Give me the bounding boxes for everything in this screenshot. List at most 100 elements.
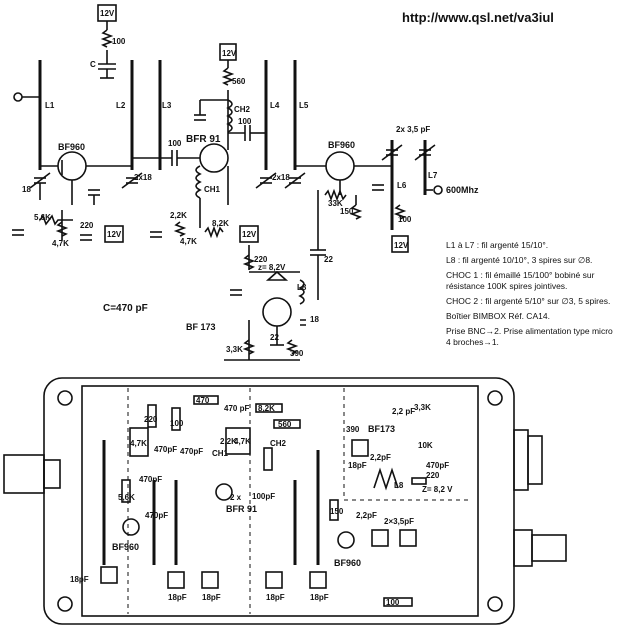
inductor-l8 [298,279,305,305]
label-r82k: 8,2K [212,219,229,228]
label-c18b: 18 [310,315,319,324]
zener-diode [265,270,289,281]
pcb-label-c18pf-a: 18pF [70,575,89,584]
label-c100b: 100 [238,117,252,126]
note-item: L1 à L7 : fil argenté 15/10°. [446,240,549,250]
pcb-label-r390: 390 [346,425,360,434]
note-item: CHOC 1 : fil émaillé 15/100° bobiné sur … [446,270,595,291]
resistor-33k [324,188,347,202]
input-jack [13,92,23,102]
label-out600: 600Mhz [446,185,479,195]
pcb-label-r470: 470 [196,396,210,405]
pcb-label-r150: 150 [330,507,344,516]
resistor-5-6k [39,214,73,226]
label-bfr91: BFR 91 [186,134,221,145]
label-r47k-a: 4,7K [52,239,69,248]
pcb-label-l8: L8 [394,481,404,490]
capacitor-note: C=470 pF [103,303,148,314]
label-r220: 220 [254,255,268,264]
pcb-label-r33k: 3,3K [414,403,431,412]
pcb-label-c18pf-e: 18pF [310,593,329,602]
pcb-label-r220b: 220 [426,471,440,480]
resistor-150 [349,204,363,220]
supply-12v-left [104,225,124,243]
pcb-label-r47k-b: 4,7K [234,437,251,446]
pcb-label-c470pf-a: 470pF [154,445,177,454]
label-l4: L4 [270,101,280,110]
label-l2: L2 [116,101,126,110]
pcb-label-c18pf-f: 18pF [348,461,367,470]
pcb-label-c18pf-c: 18pF [202,593,221,602]
label-c2x35: 2x 3,5 pF [396,125,430,134]
source-url: http://www.qsl.net/va3iul [402,10,554,25]
label-r100-top: 100 [112,37,126,46]
label-l5: L5 [299,101,309,110]
pcb-label-r56k: 5,6K [118,493,135,502]
label-r22k: 2,2K [170,211,187,220]
transistor-bf173 [262,297,292,327]
note-item: L8 : fil argenté 10/10°, 3 spires sur ∅8… [446,255,593,265]
label-l1: L1 [45,101,55,110]
label-c22: 22 [324,255,333,264]
label-ch1: CH1 [204,185,221,194]
transistor-bfr91 [199,143,229,173]
label-l6: L6 [397,181,407,190]
pcb-label-bf960-a: BF960 [112,542,139,552]
pcb-label-c100pf: 100pF [252,492,275,501]
pcb-label-zener: Z= 8,2 V [422,485,453,494]
pcb-layout [3,377,567,625]
pcb-label-r47k: 4,7K [130,439,147,448]
label-c18: 18 [22,185,31,194]
label-zener: z= 8,2V [258,263,286,272]
resistor-390 [285,339,299,355]
label-bf960-1: BF960 [58,142,85,152]
label-c2x18a: 2x18 [134,173,152,182]
label-l7: L7 [428,171,438,180]
pcb-label-r560: 560 [278,420,292,429]
label-r33k: 33K [328,199,343,208]
choke-ch2 [226,99,233,133]
label-12v-top: 12V [100,9,115,18]
label-r33k-b: 3,3K [226,345,243,354]
supply-12v-right [391,235,409,253]
label-12v-right: 12V [394,241,409,250]
label-12v-center: 12V [242,230,257,239]
label-r22: 22 [270,333,279,342]
pcb-label-c22pf-a: 2,2 pF [392,407,415,416]
label-bf960-2: BF960 [328,140,355,150]
pcb-label-c18pf-b: 18pF [168,593,187,602]
label-12v-mid: 12V [222,49,237,58]
pcb-label-c18pf-d: 18pF [266,593,285,602]
resistor-220 [242,254,256,270]
resistor-3-3k [242,339,256,355]
label-r560: 560 [232,77,246,86]
pcb-label-bf173: BF173 [368,424,395,434]
supply-12v-center [239,225,259,243]
pcb-label-r22k: 2,2K [220,437,237,446]
pcb-label-ch2: CH2 [270,439,287,448]
output-jack [433,185,443,195]
pcb-label-bfr91: BFR 91 [226,504,257,514]
note-item: Boîtier BIMBOX Réf. CA14. [446,311,550,321]
pcb-label-c2x: 2 x [230,493,242,502]
label-l8: L8 [297,283,307,292]
label-r56k: 5,6K [34,213,51,222]
component-notes: L1 à L7 : fil argenté 15/10°. L8 : fil a… [446,240,616,352]
pcb-label-c22pf-c: 2,2pF [356,511,377,520]
label-r47k-b: 4,7K [180,237,197,246]
label-c220: 220 [80,221,94,230]
pcb-label-r10k: 10K [418,441,433,450]
label-ch2: CH2 [234,105,251,114]
label-r390: 390 [290,349,304,358]
pcb-label-c22pf-b: 2,2pF [370,453,391,462]
label-r150: 150 [340,207,354,216]
pcb-label-ch1: CH1 [212,449,229,458]
choke-ch1 [195,165,202,199]
label-c: C [90,60,96,69]
label-bf173: BF 173 [186,322,216,332]
note-item: Prise BNC→2. Prise alimentation type mic… [446,326,613,347]
pcb-label-c470pf-c: 470pF [139,475,162,484]
pcb-label-c470pf-f: 470pF [426,461,449,470]
pcb-label-r100: 100 [170,419,184,428]
